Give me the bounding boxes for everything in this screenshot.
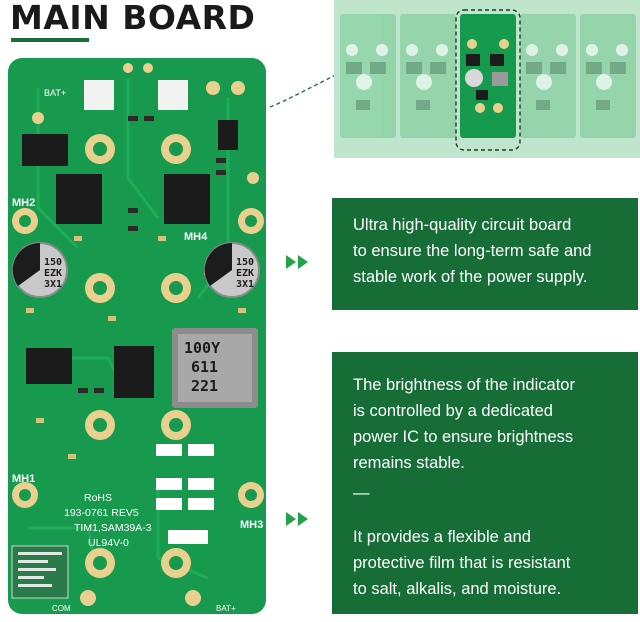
panel-2-line-5: It provides a flexible and — [353, 528, 531, 546]
rohs-label: RoHS — [84, 492, 112, 504]
pcb-panel-strip-image — [334, 0, 640, 158]
feature-panel-2: The brightness of the indicator is contr… — [332, 352, 638, 614]
panel-1-line-3: stable work of the power supply. — [353, 268, 588, 286]
panel-2-divider: — — [353, 484, 370, 502]
panel-1-line-2: to ensure the long-term safe and — [353, 242, 592, 260]
bat-plus-label: BAT+ — [44, 88, 66, 98]
panel-2-line-4: remains stable. — [353, 454, 465, 472]
mh4-label: MH4 — [184, 231, 208, 243]
panel-2-line-6: protective film that is resistant — [353, 554, 571, 572]
cap-right-text-2: EZK — [236, 268, 254, 279]
main-board-image: BAT+ 150 EZK 3X1 150 EZK 3X1 — [8, 58, 266, 614]
mh1-label: MH1 — [12, 473, 35, 485]
panel-2-line-1: The brightness of the indicator — [353, 376, 575, 394]
title-underline — [11, 38, 89, 42]
page-title: MAIN BOARD — [10, 0, 256, 37]
cap-left-text-3: 3X1 — [44, 279, 62, 290]
feature-panel-1: Ultra high-quality circuit board to ensu… — [332, 198, 638, 310]
cap-right-text-1: 150 — [236, 257, 254, 268]
panel-1-line-1: Ultra high-quality circuit board — [353, 216, 572, 234]
silk-line-3: UL94V-0 — [88, 537, 129, 549]
mh3-label: MH3 — [240, 519, 263, 531]
panel-2-line-2: is controlled by a dedicated — [353, 402, 553, 420]
mh2-label: MH2 — [12, 197, 35, 209]
bat-bottom-label: BAT+ — [216, 604, 236, 613]
silk-line-2: TIM1,SAM39A-3 — [74, 522, 152, 534]
cap-left-text-1: 150 — [44, 257, 62, 268]
inductor-text-1: 100Y — [184, 339, 220, 357]
cap-right-text-3: 3X1 — [236, 279, 254, 290]
com-label: COM — [52, 604, 71, 613]
arrow-icon-1 — [286, 255, 310, 274]
silk-line-1: 193-0761 REV5 — [64, 507, 139, 519]
inductor-text-3: 221 — [191, 377, 218, 395]
arrow-icon-2 — [286, 512, 310, 531]
panel-2-line-7: to salt, alkalis, and moisture. — [353, 580, 562, 598]
panel-2-line-3: power IC to ensure brightness — [353, 428, 574, 446]
cap-left-text-2: EZK — [44, 268, 62, 279]
inductor-text-2: 611 — [191, 358, 218, 376]
